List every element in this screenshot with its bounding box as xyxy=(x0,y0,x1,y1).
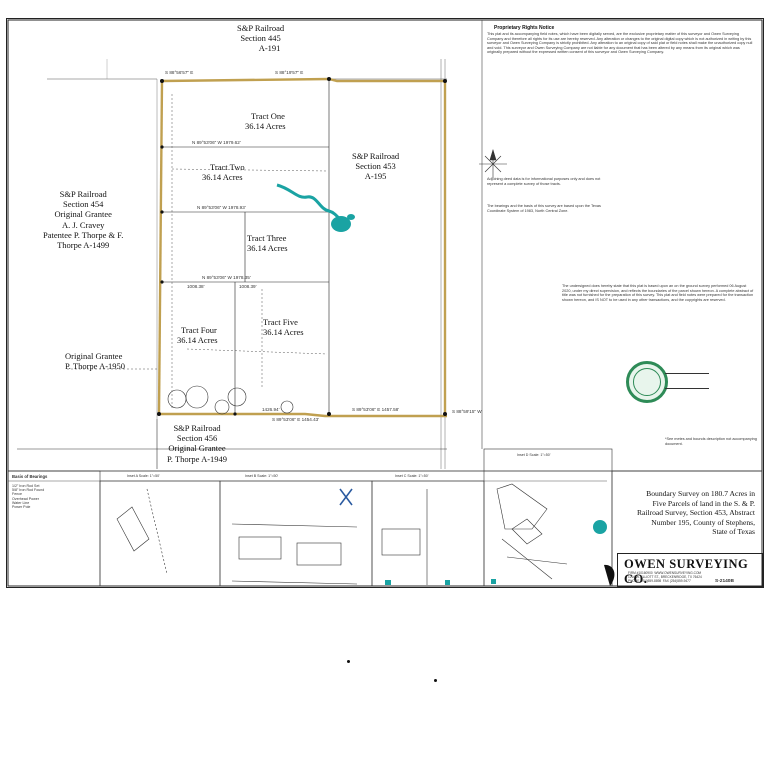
surveyor-seal-icon xyxy=(626,361,668,403)
signature-line xyxy=(665,373,709,389)
legend-item: 1/2" Iron Rod Set xyxy=(12,484,40,488)
bearing-bottom-3: S 89°53'06" E 1454.43' xyxy=(272,417,320,422)
boundary-line xyxy=(157,77,447,418)
distance-left-1: 1008.38' xyxy=(187,284,205,289)
tract-two-label: Tract Two 36.14 Acres xyxy=(202,162,245,182)
basis-note: The bearings and the basis of this surve… xyxy=(487,204,601,213)
inset-pond xyxy=(593,520,607,534)
inset-d-title: Inset D Scale: 1"=50' xyxy=(517,453,551,457)
legend-item: Fence xyxy=(12,492,22,497)
company-name: OWEN SURVEYING CO. xyxy=(624,557,749,586)
legend-title: Basis of Bearings xyxy=(12,474,48,479)
survey-statement: The undersigned does hereby state that t… xyxy=(562,284,754,302)
proprietary-notice: This plat and its accompanying field not… xyxy=(487,32,753,55)
legend-item: Overhead Power xyxy=(12,496,39,501)
survey-description: Boundary Survey on 180.7 Acres in Five P… xyxy=(636,489,755,537)
grantee-a1950-label: Original Grantee P. Thorpe A-1950 xyxy=(65,351,126,372)
tract-lines xyxy=(162,81,330,414)
scan-dot xyxy=(347,660,350,663)
legend-item: Water Line xyxy=(12,500,30,505)
bearing-tract-three: N 89°53'06" W 1978.35' xyxy=(202,275,251,280)
inset-a-title: Inset A Scale: 1"=50' xyxy=(127,474,160,478)
distance-bottom-1: 1426.94' xyxy=(262,407,280,412)
bearing-bottom-2: S 89°53'06" E 1457.58' xyxy=(352,407,400,412)
scan-dot xyxy=(434,679,437,682)
x-marker xyxy=(339,488,353,506)
company-title-block: OWEN SURVEYING CO. FIRM #10160900 WWW.OW… xyxy=(617,553,763,587)
north-arrow-icon xyxy=(479,148,507,178)
inset-c-title: Inset C Scale: 1"=50' xyxy=(395,474,429,478)
section-456-label: S&P Railroad Section 456 Original Grante… xyxy=(167,423,228,464)
metes-bounds-note: *See metes and bounds description not ac… xyxy=(665,437,757,446)
bearing-top-left: S 88°56'57" E xyxy=(165,70,194,75)
tract-five-label: Tract Five 36.14 Acres xyxy=(263,317,304,337)
inset-b-title: Inset B Scale: 1"=50' xyxy=(245,474,279,478)
section-445-label: S&P Railroad Section 445 A-191 xyxy=(237,23,285,53)
survey-plat-sheet: S&P Railroad Section 445 A-191 S&P Railr… xyxy=(6,18,764,588)
plat-drawing xyxy=(7,19,763,587)
section-454-label: S&P Railroad Section 454 Original Grante… xyxy=(43,189,124,251)
bearing-bottom-4: S 88°59'15" W xyxy=(452,409,482,414)
adjoining-deed-note: Adjoining deed data is for informational… xyxy=(487,177,601,186)
legend-item: Power Pole xyxy=(12,505,31,510)
distance-left-2: 1008.39' xyxy=(239,284,257,289)
notes-title: Proprietary Rights Notice xyxy=(494,25,555,31)
legend-item: 5/8" Iron Rod Found xyxy=(12,488,45,493)
title-curl xyxy=(604,564,615,586)
legend-list: 1/2" Iron Rod Set 5/8" Iron Rod Found Fe… xyxy=(12,484,44,509)
tract-four-label: Tract Four 36.14 Acres xyxy=(177,325,218,345)
section-453-label: S&P Railroad Section 453 A-195 xyxy=(352,151,400,181)
tract-one-label: Tract One 36.14 Acres xyxy=(245,111,286,131)
pond xyxy=(331,216,351,232)
bearing-tract-one: N 89°53'06" W 1979.62' xyxy=(192,140,241,145)
job-number: S-2140B xyxy=(715,579,734,584)
tract-three-label: Tract Three 36.14 Acres xyxy=(247,233,288,253)
bearing-top-right: S 88°19'57" E xyxy=(275,70,304,75)
bearing-tract-two: N 89°53'06" W 1978.93' xyxy=(197,205,246,210)
company-contact: FIRM #10160900 WWW.OWENSURVEYING.COM 121… xyxy=(628,571,702,583)
